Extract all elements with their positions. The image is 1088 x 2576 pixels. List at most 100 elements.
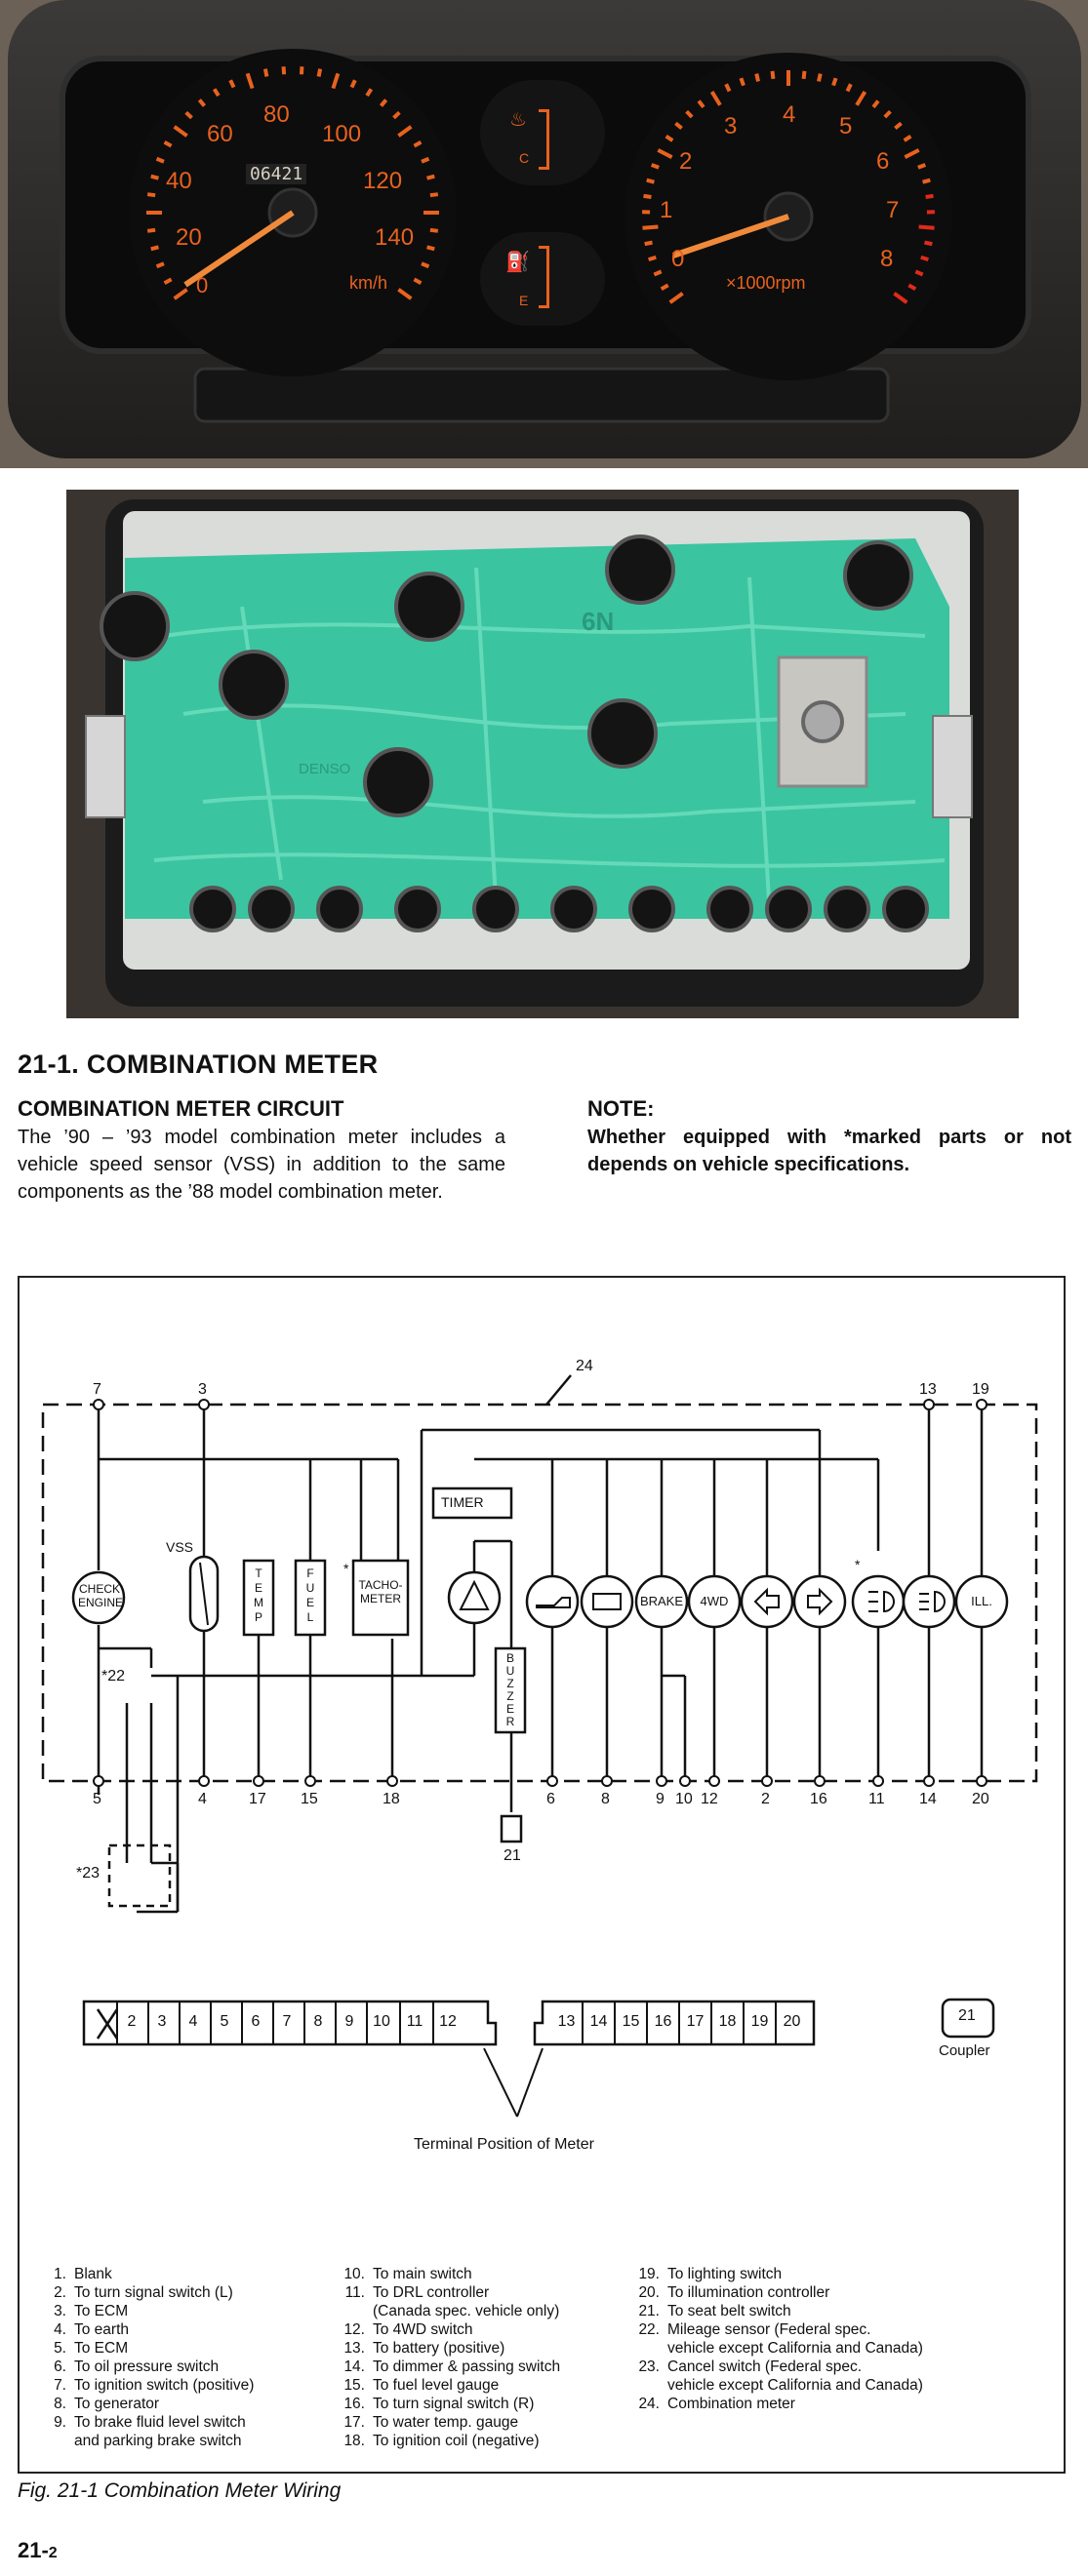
gauge-tick — [894, 121, 903, 131]
terminal-label-top: 7 — [93, 1381, 101, 1398]
page-number-main: 21- — [18, 2538, 49, 2562]
legend-item: 10.To main switch — [343, 2266, 472, 2282]
gauge-tick — [724, 83, 732, 93]
gauge-tick — [770, 70, 776, 80]
meter-number-label: 24 — [576, 1358, 593, 1374]
terminal-label-top: 3 — [198, 1381, 207, 1398]
speedometer-tick-label: 60 — [207, 121, 233, 147]
note-heading: NOTE: — [587, 1096, 655, 1121]
coupler-label: Coupler — [939, 2042, 990, 2059]
tachometer-tick-label: 2 — [679, 148, 693, 175]
gauge-tick — [924, 240, 933, 247]
gauge-tick — [392, 110, 401, 120]
speedometer-needle — [183, 210, 295, 288]
bulb-socket — [765, 886, 812, 932]
terminal-dot — [198, 1399, 210, 1410]
terminal-label-bottom: 8 — [601, 1791, 610, 1807]
legend-item: 2.To turn signal switch (L) — [54, 2284, 233, 2301]
gauge-tick — [426, 245, 435, 252]
drl-icon — [868, 1590, 895, 1613]
tachometer-needle — [672, 214, 789, 258]
gauge-tick — [903, 134, 912, 142]
gauge-tick — [754, 73, 760, 82]
terminal-dot — [93, 1775, 104, 1787]
gauge-tick — [845, 83, 853, 93]
terminal-label-bottom: 11 — [868, 1791, 885, 1807]
terminal-label-bottom: 6 — [546, 1791, 555, 1807]
bulb-socket — [628, 886, 675, 932]
bulb-socket — [605, 535, 675, 605]
turn-right-lamp — [792, 1574, 847, 1629]
gauge-tick — [349, 79, 357, 89]
gauge-tick — [922, 178, 931, 184]
legend-item: 3.To ECM — [54, 2303, 129, 2319]
bulb-socket — [843, 540, 913, 611]
bulb-socket — [189, 886, 236, 932]
temp-needle — [539, 109, 549, 170]
right-connector-pin-labels: 13 14 15 16 17 18 19 20 — [550, 2013, 814, 2037]
mileage-sensor-label: *22 — [101, 1668, 126, 1684]
tachometer-tick-label: 3 — [724, 113, 738, 139]
headlight-icon — [919, 1590, 946, 1613]
terminal-dot — [708, 1775, 720, 1787]
terminal-dot — [923, 1775, 935, 1787]
connector-pin: 8 — [313, 2013, 323, 2030]
connector-pin: 11 — [406, 2013, 423, 2030]
gauge-tick — [665, 134, 674, 142]
gauge-tick — [379, 99, 388, 107]
bulb-socket — [394, 886, 441, 932]
gauge-tick — [904, 148, 920, 159]
speedometer-unit: km/h — [349, 273, 388, 293]
gauge-tick — [674, 121, 683, 131]
connector-pin: 6 — [251, 2013, 261, 2030]
legend-column-2: 10.To main switch 11.To DRL controller (… — [338, 2265, 560, 2450]
terminal-dot — [656, 1775, 667, 1787]
legend-item: 23.Cancel switch (Federal spec. — [638, 2358, 862, 2375]
fuel-label: FUEL — [305, 1566, 315, 1624]
tachometer-tick-label: 7 — [886, 197, 900, 223]
terminal-dot — [546, 1775, 558, 1787]
legend-item: 8.To generator — [54, 2396, 160, 2412]
terminal-dot — [198, 1775, 210, 1787]
legend-item: 4.To earth — [54, 2321, 130, 2338]
bulb-socket — [219, 650, 289, 720]
gauge-tick — [801, 70, 807, 80]
charge-lamp — [580, 1574, 634, 1629]
bulb-socket — [394, 572, 464, 642]
legend-item: 17.To water temp. gauge — [343, 2414, 519, 2431]
cancel-switch-label: *23 — [76, 1865, 101, 1882]
terminal-dot — [253, 1775, 264, 1787]
gauge-tick — [413, 277, 423, 286]
gauge-tick — [173, 288, 188, 300]
gauge-tick — [871, 99, 880, 109]
terminal-dot — [761, 1775, 773, 1787]
fuel-needle — [539, 246, 549, 308]
gauge-tick — [212, 88, 221, 98]
figure-caption: Fig. 21-1 Combination Meter Wiring — [18, 2479, 342, 2502]
gauge-tick — [914, 269, 924, 277]
ill-label: ILL. — [971, 1594, 992, 1608]
gauge-tick — [413, 139, 423, 148]
gauge-tick — [316, 68, 323, 77]
legend-item: vehicle except California and Canada) — [667, 2340, 923, 2357]
gauge-tick — [917, 163, 927, 170]
gauge-tick — [331, 72, 341, 90]
legend-item: 11.To DRL controller — [344, 2284, 490, 2301]
odometer-display: 06421 — [246, 164, 307, 184]
bulb-socket — [316, 886, 363, 932]
legend-item: 1.Blank — [54, 2266, 112, 2282]
gauge-tick — [646, 178, 655, 184]
gauge-tick — [650, 163, 660, 170]
gauge-tick — [739, 77, 745, 87]
tachometer-tick-label: 4 — [783, 101, 796, 128]
coolant-temp-icon: ♨ — [509, 109, 527, 131]
connector-pin: 4 — [188, 2013, 198, 2030]
gauge-tick — [429, 192, 439, 198]
legend-item: 6.To oil pressure switch — [54, 2358, 220, 2375]
fuel-gauge: ⛽ E — [480, 232, 605, 326]
gauge-tick — [648, 255, 657, 262]
legend-item: 12.To 4WD switch — [343, 2321, 473, 2338]
speedometer-tick-label: 120 — [363, 168, 403, 194]
connector-pin: 7 — [282, 2013, 292, 2030]
